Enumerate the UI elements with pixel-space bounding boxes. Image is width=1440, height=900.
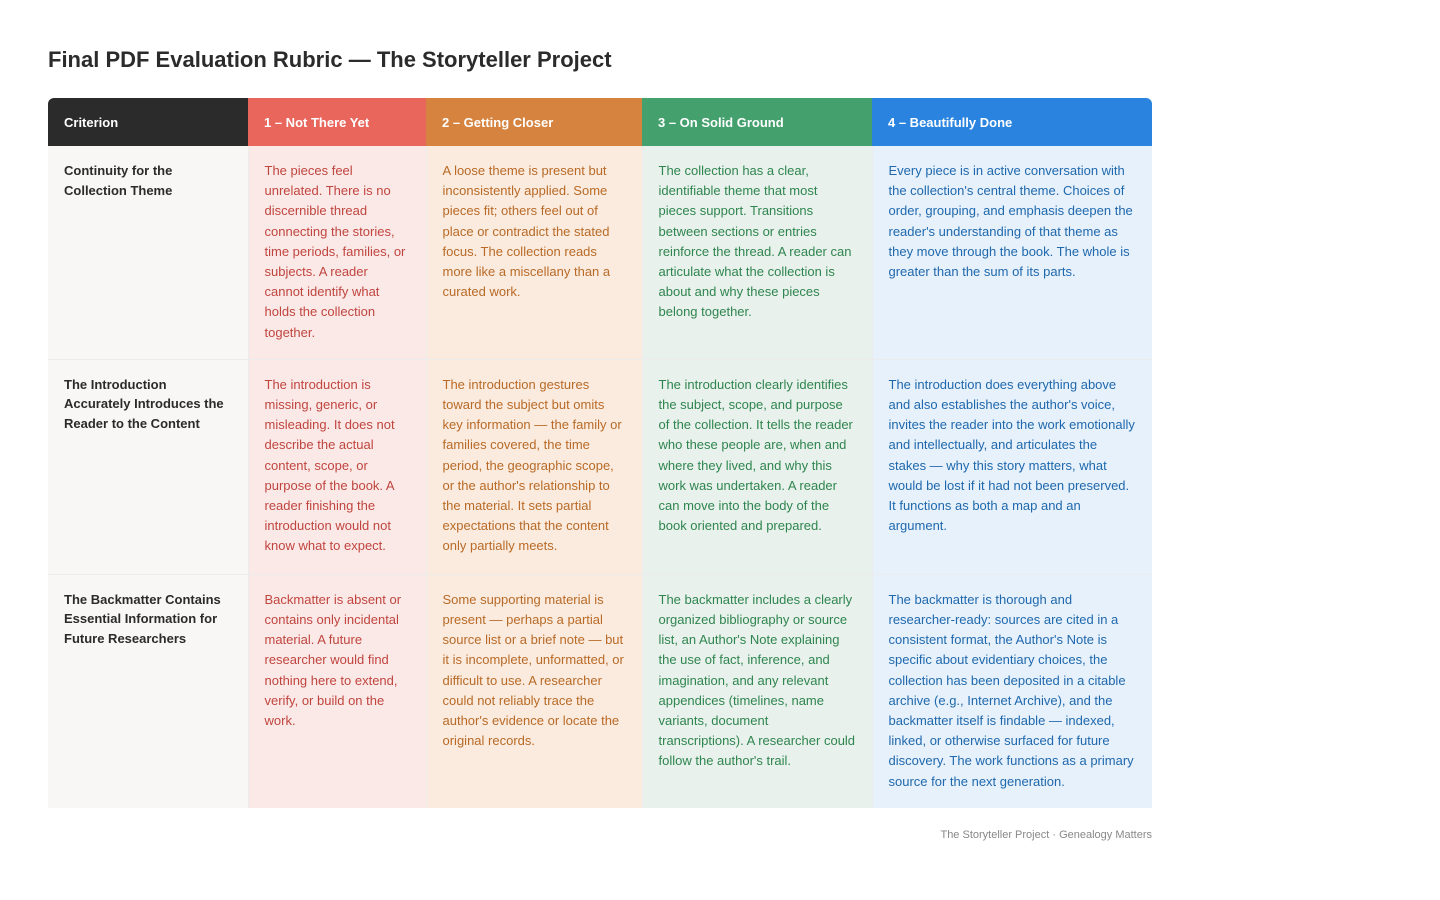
table-row: Continuity for the Collection Theme The … [48,146,1152,360]
criterion-cell: The Backmatter Contains Essential Inform… [48,573,248,808]
page-footer: The Storyteller Project · Genealogy Matt… [940,828,1152,841]
level-2-cell: The introduction gestures toward the sub… [425,358,642,575]
header-criterion: Criterion [48,98,248,146]
level-1-cell: Backmatter is absent or contains only in… [247,573,426,808]
level-4-cell: The backmatter is thorough and researche… [871,573,1152,808]
rubric-page: Final PDF Evaluation Rubric — The Storyt… [48,46,1152,842]
level-3-cell: The introduction clearly identifies the … [641,358,872,575]
level-4-cell: Every piece is in active conversation wi… [871,146,1152,360]
criterion-cell: The Introduction Accurately Introduces t… [48,358,248,575]
page-title: Final PDF Evaluation Rubric — The Storyt… [48,47,612,72]
header-level-1: 1 – Not There Yet [248,98,426,146]
level-1-cell: The introduction is missing, generic, or… [247,358,426,575]
level-2-cell: Some supporting material is present — pe… [425,573,642,808]
rubric-table: Criterion 1 – Not There Yet 2 – Getting … [48,98,1152,808]
level-2-cell: A loose theme is present but inconsisten… [425,146,642,360]
level-3-cell: The backmatter includes a clearly organi… [641,573,872,808]
table-row: The Introduction Accurately Introduces t… [48,358,1152,575]
level-3-cell: The collection has a clear, identifiable… [641,146,872,360]
table-row: The Backmatter Contains Essential Inform… [48,573,1152,808]
level-1-cell: The pieces feel unrelated. There is no d… [247,146,426,360]
header-row: Criterion 1 – Not There Yet 2 – Getting … [48,98,1152,146]
header-level-4: 4 – Beautifully Done [872,98,1152,146]
header-level-3: 3 – On Solid Ground [642,98,872,146]
header-level-2: 2 – Getting Closer [426,98,642,146]
level-4-cell: The introduction does everything above a… [871,358,1152,575]
criterion-cell: Continuity for the Collection Theme [48,146,248,360]
